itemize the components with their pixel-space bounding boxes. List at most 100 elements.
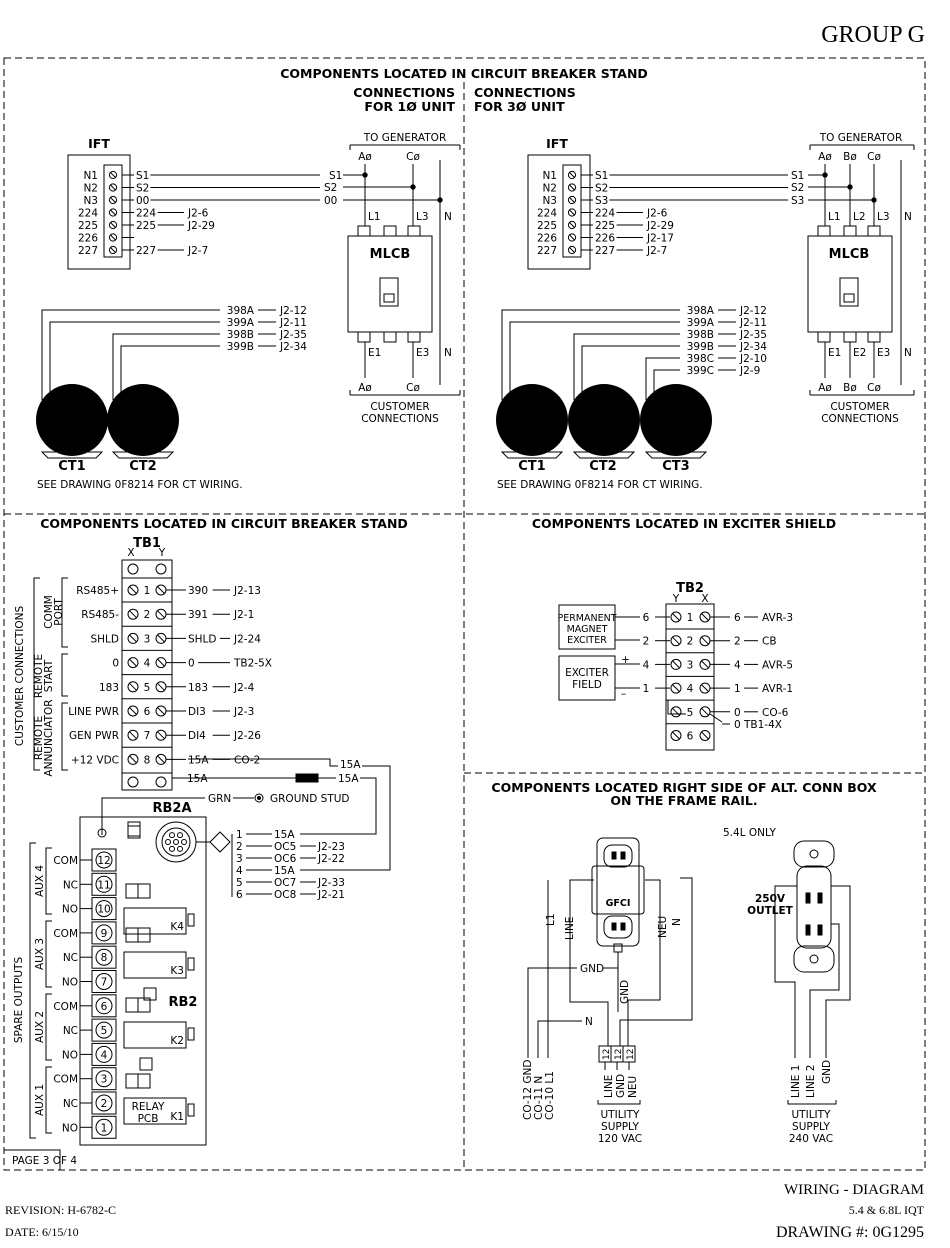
tb1-x: X (127, 547, 134, 559)
relay-term-num-3: 3 (101, 1074, 108, 1086)
pole-l3: L3 (416, 211, 429, 223)
pme-c: EXCITER (567, 635, 607, 646)
remote-start-b: START (43, 659, 55, 692)
relay-K2 (123, 1021, 187, 1049)
phase-a-bot-3: Aø (818, 382, 832, 394)
ift-dest-J2-29: J2-29 (646, 220, 674, 232)
aux-label-3: AUX 3 (34, 938, 46, 970)
tb2-dest-4: AVR-1 (762, 683, 793, 695)
ift-dest-J2-7: J2-7 (646, 245, 667, 257)
relay-pcb-a: RELAY (132, 1101, 165, 1113)
util-b-120: SUPPLY (601, 1121, 639, 1133)
n-label: N (671, 918, 683, 926)
ift-label-1: IFT (88, 136, 110, 151)
wire-15a-a: 15A (187, 773, 208, 785)
ct-dest-J2-11: J2-11 (739, 317, 767, 329)
relay-contact-label: COM (53, 1074, 78, 1086)
ift-screw-N3 (108, 195, 118, 205)
ift-screw-N3 (567, 195, 577, 205)
tb1-dest-3: J2-24 (233, 633, 261, 645)
pole-l1: L1 (368, 211, 381, 223)
group-label: GROUP G (821, 22, 925, 48)
rb2a-dest-6: J2-21 (317, 889, 345, 901)
ift-screw-227 (108, 245, 118, 255)
ct-wire-398B: 398B (227, 329, 254, 341)
ct-wire-399B: 399B (687, 341, 714, 353)
pole-e3: E3 (416, 347, 429, 359)
sup120-gnd: GND (615, 1074, 627, 1098)
bus-s1-3: S1 (791, 170, 804, 182)
tb2-screw-y-5 (670, 706, 682, 718)
rb2a-pin (169, 845, 175, 852)
rb2a-wire-1: 15A (274, 829, 295, 841)
ift-screw-224 (108, 208, 118, 217)
relay-contact-label: COM (53, 928, 78, 940)
tb1-left-label: SHLD (91, 633, 120, 645)
bottom-left-panel: COMPONENTS LOCATED IN CIRCUIT BREAKER ST… (4, 516, 408, 1170)
ift-screw-N2 (567, 183, 577, 192)
date: DATE: 6/15/10 (5, 1225, 79, 1239)
phase-b-bot-3: Bø (843, 382, 857, 394)
ef-minus: – (621, 688, 626, 700)
tb2-screw-y-6 (670, 730, 682, 741)
v240: 240 VAC (789, 1133, 833, 1145)
ct-dest-J2-35: J2-35 (279, 329, 307, 341)
rail-heading-b: ON THE FRAME RAIL. (610, 793, 757, 808)
relay-K3 (123, 951, 187, 979)
phase-c-top-3: Cø (867, 151, 881, 163)
pole-e2-3: E2 (853, 347, 866, 359)
rb2a-pin (177, 832, 183, 839)
bus-s2-3: S2 (791, 182, 804, 194)
ift-wire-225: 225 (136, 220, 156, 232)
rb2a-pin (177, 845, 183, 852)
relay-label-K2: K2 (170, 1035, 184, 1047)
ef-b: FIELD (572, 679, 602, 691)
customer-conn-1a: CUSTOMER (370, 401, 429, 413)
to-generator-3: TO GENERATOR (819, 132, 903, 144)
relay-K1 (123, 1097, 187, 1125)
tb2-left-4: 1 (643, 683, 650, 695)
ift-wire-S2: S2 (595, 183, 608, 195)
customer-conn-3a: CUSTOMER (830, 401, 889, 413)
relay-contact-label: NC (63, 952, 78, 964)
tb1-term-6: 6 (144, 706, 151, 718)
tb2-term-6: 6 (687, 731, 694, 743)
ift-term-N1: N1 (542, 170, 557, 182)
sup120-neu: NEU (627, 1076, 639, 1098)
pole-e1: E1 (368, 347, 381, 359)
tb1-wire-8: 15A (188, 754, 209, 766)
relay-terminal-6 (91, 994, 117, 1018)
model: 5.4 & 6.8L IQT (849, 1203, 925, 1217)
ift-dest-J2-29: J2-29 (187, 220, 215, 232)
phase-c-top-1: Cø (406, 151, 420, 163)
tb1-term-4: 4 (144, 658, 151, 670)
remote-ann-b: ANNUNCIATOR (43, 699, 55, 776)
remote-start-a: REMOTE (33, 654, 45, 698)
tb1-wire-5: 183 (188, 682, 208, 694)
ift-term-227: 227 (537, 245, 557, 257)
relay-K4 (123, 907, 187, 935)
tb2-screw-y-1 (670, 611, 682, 623)
pole-l3-3: L3 (877, 211, 890, 223)
rb2a-pin (165, 839, 171, 845)
ct1-label-3: CT1 (518, 459, 545, 474)
ift-wire-S1: S1 (136, 170, 149, 182)
ift-screw-N1 (567, 170, 577, 180)
tb1-dest-6: J2-3 (233, 706, 254, 718)
tb1-term-1: 1 (144, 585, 151, 597)
to-generator-1: TO GENERATOR (363, 132, 447, 144)
tb2-right-3: 4 (734, 659, 741, 671)
tb1-left-label: RS485- (81, 609, 119, 621)
co-10: CO-10 L1 (544, 1071, 556, 1120)
mlcb-label-3: MLCB (829, 247, 870, 262)
relay-contact-label: NC (63, 1025, 78, 1037)
pole-l2-3: L2 (853, 211, 866, 223)
tb2-right-1: 6 (734, 612, 741, 624)
ct3-label-3: CT3 (662, 459, 689, 474)
relay-contact-label: COM (53, 1001, 78, 1013)
tb1-dest-5: J2-4 (233, 682, 255, 694)
ct-note-3: SEE DRAWING 0F8214 FOR CT WIRING. (497, 479, 703, 491)
ct-note-1: SEE DRAWING 0F8214 FOR CT WIRING. (37, 479, 243, 491)
